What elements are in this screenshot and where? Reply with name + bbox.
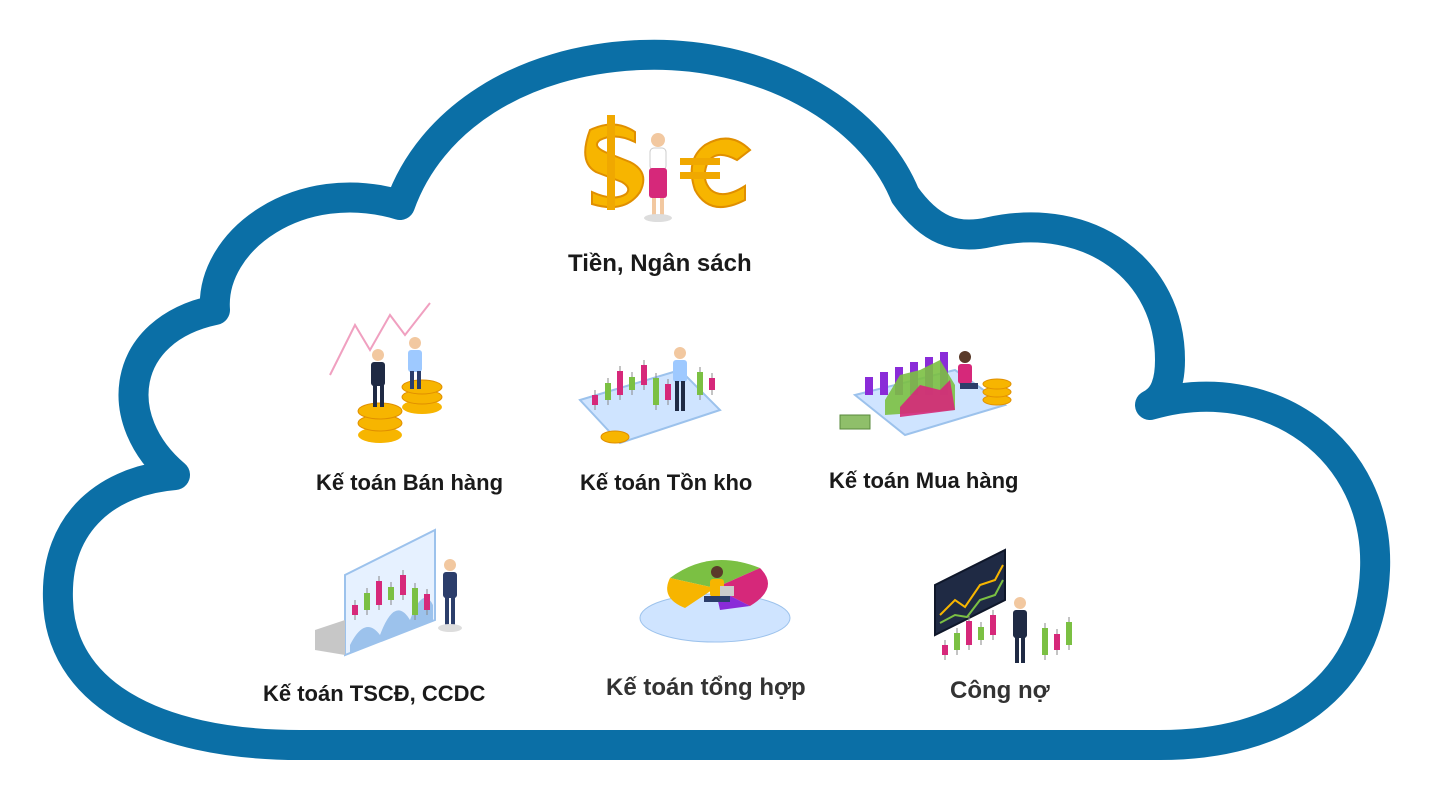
decor-bar [865,377,873,395]
businessman-right [408,337,422,389]
candle-body [709,378,715,390]
candle-body [364,593,370,610]
chart-board-icon [315,528,462,657]
candle-body [424,594,430,610]
area-series-magenta [900,380,955,417]
candle-body [966,621,972,645]
wave-series [350,597,433,653]
candle-body [352,605,358,615]
candle-body [653,378,659,405]
module-label: Kế toán TSCĐ, CCDC [263,681,486,706]
businessman-figure [1013,597,1027,663]
module-label: Kế toán Mua hàng [829,468,1019,493]
candle-body [376,581,382,605]
trading-screen-icon [934,548,1072,663]
candlestick-platform-icon [578,347,722,445]
coin-stack-right [401,379,443,414]
trend-line [329,302,431,376]
module-general: Kế toán tổng hợp [600,548,830,708]
candle-body [665,384,671,400]
woman-figure [644,133,672,222]
candle-body [605,383,611,400]
handshake-coins-icon [329,302,443,443]
module-label: Kế toán Bán hàng [316,470,504,495]
pie-slice-magenta [715,568,768,606]
candle-body [412,588,418,615]
candlestick-group [942,610,1072,660]
man-pointing-figure [438,559,462,632]
candle-body [400,575,406,595]
module-label: Kế toán Tồn kho [580,470,753,495]
candlestick-group [352,570,430,620]
decor-bar [880,372,888,395]
businessman-left [371,349,385,407]
candle-body [592,395,598,405]
board-shadow [315,620,345,655]
area-chart-tablet-icon [839,351,1012,437]
woman-laptop-figure [704,566,734,602]
candle-body [388,587,394,600]
module-label: Tiền, Ngân sách [568,250,752,277]
candle-body [1066,622,1072,645]
module-fixed-assets: Kế toán TSCĐ, CCDC [255,525,495,710]
module-receivables: Công nợ [925,545,1085,710]
woman-sitting-figure [958,351,978,389]
candle-body [990,615,996,635]
candlestick-group [592,360,715,410]
candle-body [641,365,647,385]
coin-icon [600,430,630,444]
euro-sign-shape [680,137,752,208]
candle-body [629,377,635,390]
candle-body [978,627,984,640]
module-label: Công nợ [950,677,1050,704]
module-sales: Kế toán Bán hàng [310,295,520,505]
cash-icon [839,414,871,430]
person-figure [673,347,687,411]
module-purchasing: Kế toán Mua hàng [825,315,1045,500]
candle-body [617,371,623,395]
candle-body [697,372,703,395]
candle-body [954,633,960,650]
module-cash-budget: Tiền, Ngân sách [560,110,770,285]
coin-stack-left [357,402,403,443]
screen-shape [934,548,1006,637]
dollar-sign-shape [584,115,645,210]
currency-coins-icon [584,115,752,222]
pie-slice-orange [667,578,715,608]
coin-stack [982,378,1012,406]
candle-body [1042,628,1048,655]
screen-line-green [939,579,1004,624]
module-label: Kế toán tổng hợp [606,674,806,701]
screen-line-yellow [939,564,1004,616]
candle-body [1054,634,1060,650]
candle-body [942,645,948,655]
module-inventory: Kế toán Tồn kho [570,325,770,505]
pie-chart-person-icon [639,560,791,643]
